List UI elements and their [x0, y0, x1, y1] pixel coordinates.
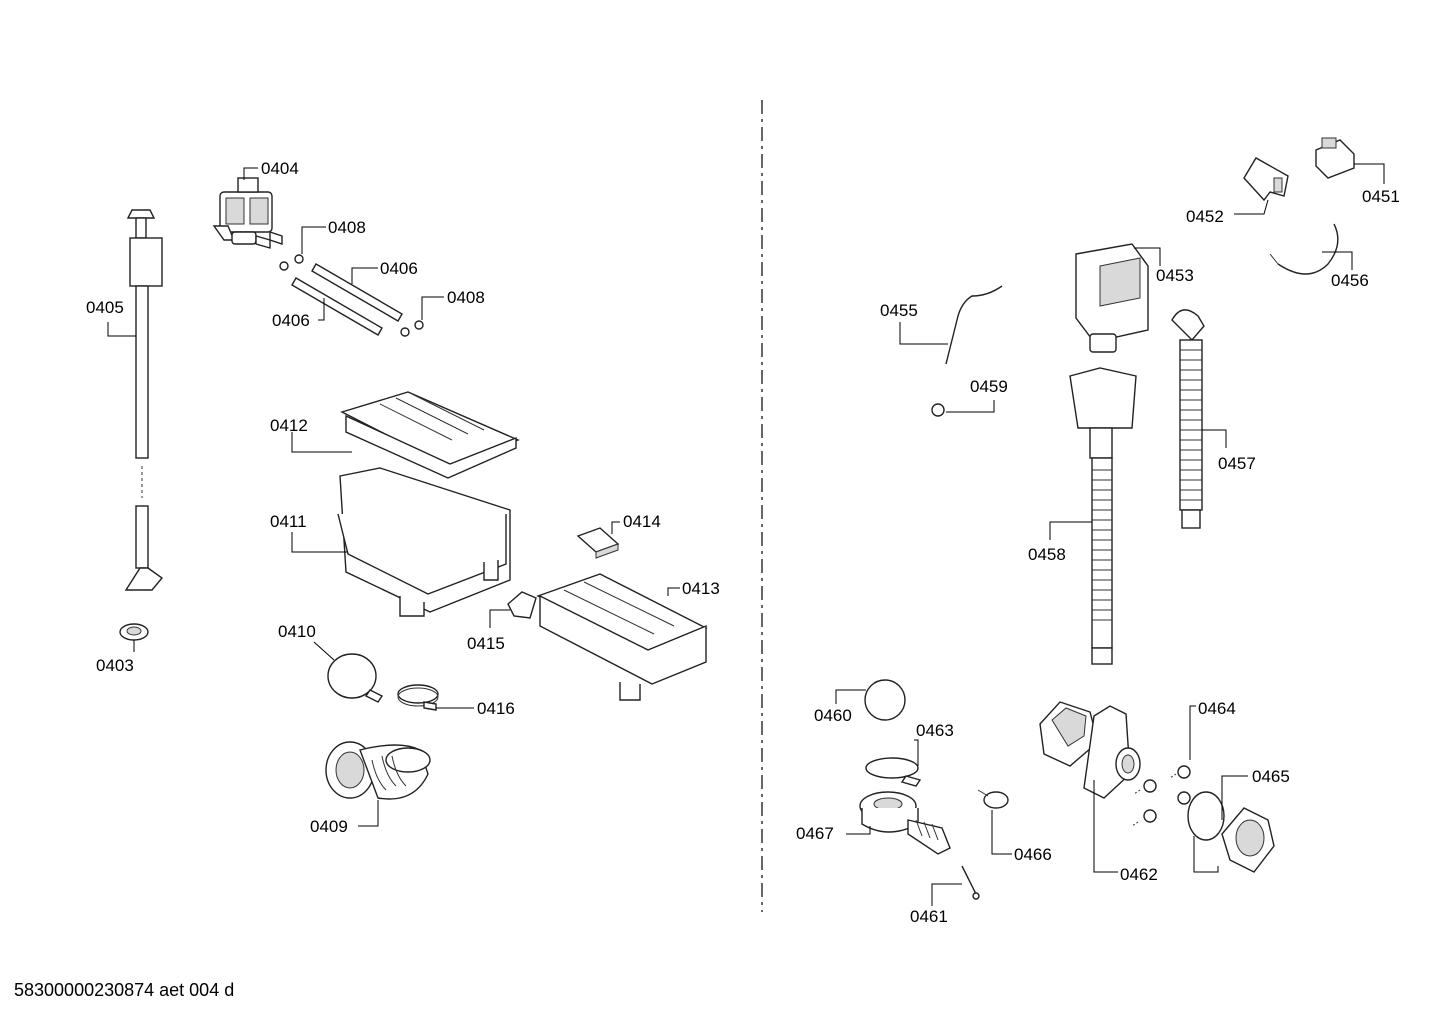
label-0412: 0412 — [270, 416, 308, 435]
part-0451-pressure-switch — [1315, 137, 1385, 184]
label-0415: 0415 — [467, 634, 505, 653]
part-0464-clamp — [977, 789, 1012, 855]
part-0452-bracket — [1234, 157, 1289, 215]
document-code: 58300000230874 aet 004 d — [14, 980, 235, 1000]
label-0416: 0416 — [477, 699, 515, 718]
part-0405-supply-hose — [107, 209, 164, 591]
part-0453-pressure-hose — [1269, 223, 1353, 275]
label-0452: 0452 — [1186, 207, 1224, 226]
label-0456: 0453 — [1156, 266, 1194, 285]
label-0408-upper: 0408 — [328, 218, 366, 237]
part-0463-clamp — [865, 739, 922, 787]
label-0414: 0414 — [623, 512, 661, 531]
part-0457-corrugated-hose — [1171, 309, 1227, 529]
part-0458-sump-tube — [1049, 367, 1137, 665]
part-0415-siphon-cap — [489, 591, 537, 628]
label-0453: 0456 — [1331, 271, 1369, 290]
label-0409: 0409 — [310, 817, 348, 836]
label-0460: 0460 — [814, 706, 852, 725]
part-0412-dispenser-cover — [291, 391, 520, 479]
label-0451: 0451 — [1362, 187, 1400, 206]
part-0414-clip — [576, 521, 620, 559]
label-0411: 0411 — [270, 512, 307, 531]
label-0461: 0461 — [910, 907, 948, 926]
label-0464: 0466 — [1014, 845, 1052, 864]
part-0461-bolt — [931, 865, 980, 906]
label-0462: 0467 — [796, 824, 834, 843]
label-0406-lower: 0406 — [272, 311, 310, 330]
part-0411-dispenser-housing — [291, 467, 511, 617]
label-0406-upper: 0406 — [380, 259, 418, 278]
label-0463: 0463 — [916, 721, 954, 740]
part-0462-sump-pipe — [846, 791, 951, 855]
part-0416-hose-clamp — [397, 684, 474, 711]
label-0466: 0465 — [1252, 767, 1290, 786]
part-0455-hose — [899, 285, 1003, 365]
part-0467-plugs — [1131, 705, 1196, 827]
part-0466-filter — [1187, 775, 1275, 873]
part-0410-clamp-ring — [313, 641, 384, 703]
label-0403: 0403 — [96, 656, 134, 675]
label-0459: 0459 — [970, 377, 1008, 396]
label-0458: 0458 — [1028, 545, 1066, 564]
label-0465: 0462 — [1120, 865, 1158, 884]
label-0467: 0464 — [1198, 699, 1236, 718]
part-0460-seal-ring — [835, 679, 906, 721]
label-0413: 0413 — [682, 579, 720, 598]
part-0456-pump-housing — [1075, 243, 1161, 353]
part-0409-bellows — [325, 741, 431, 827]
label-0405: 0405 — [86, 298, 124, 317]
part-0459-clip — [931, 400, 995, 417]
part-0404-inlet-valve — [212, 167, 283, 249]
part-0406-hoses — [291, 263, 403, 336]
label-0408-lower: 0408 — [447, 288, 485, 307]
part-0408-clamps-lower — [400, 296, 444, 337]
part-0408-clamps-upper — [279, 226, 326, 271]
label-0457: 0457 — [1218, 454, 1256, 473]
part-0413-detergent-drawer — [536, 573, 708, 701]
label-0404: 0404 — [261, 159, 299, 178]
label-0455: 0455 — [880, 301, 918, 320]
label-0410: 0410 — [278, 622, 316, 641]
part-0465-drain-pump — [1039, 701, 1141, 873]
part-0403-filter-washer — [119, 623, 149, 652]
